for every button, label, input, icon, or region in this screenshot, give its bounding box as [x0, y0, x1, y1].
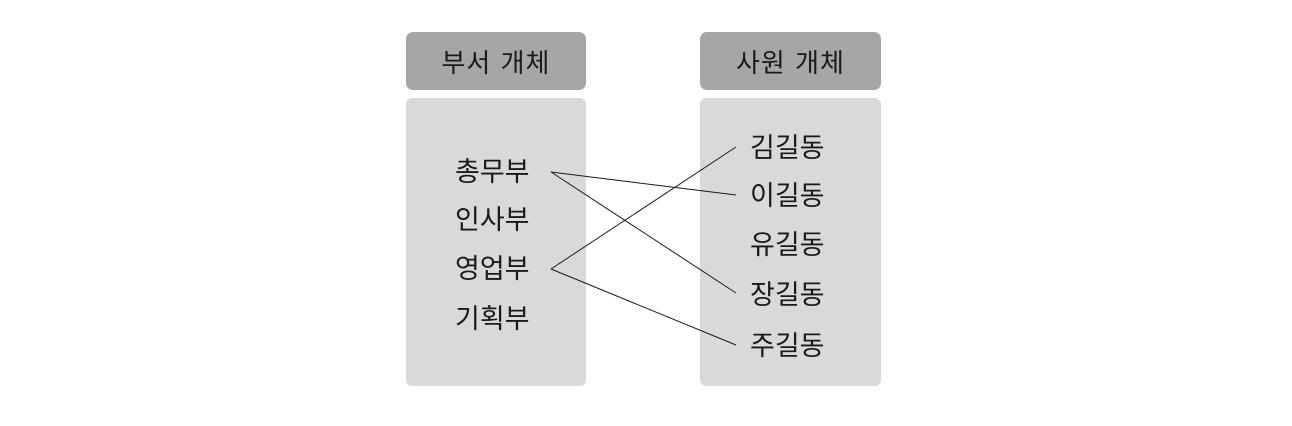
employee-item: 주길동 — [750, 331, 825, 362]
dept-entity-header: 부서 개체 — [406, 32, 586, 90]
dept-entity-box — [406, 98, 586, 386]
link-line — [550, 146, 737, 270]
employee-entity-title: 사원 개체 — [736, 48, 845, 79]
employee-item: 유길동 — [750, 230, 825, 261]
link-line — [550, 171, 737, 196]
employee-item: 김길동 — [750, 133, 825, 164]
dept-item: 영업부 — [455, 254, 530, 285]
link-line — [550, 268, 737, 346]
dept-item: 인사부 — [455, 205, 530, 236]
employee-item: 이길동 — [750, 181, 825, 212]
employee-entity-header: 사원 개체 — [700, 32, 881, 90]
dept-entity-title: 부서 개체 — [441, 48, 551, 79]
dept-item: 총무부 — [455, 157, 530, 188]
link-line — [550, 171, 737, 294]
dept-item: 기획부 — [455, 304, 530, 335]
employee-item: 장길동 — [750, 280, 825, 311]
employee-entity-box — [700, 98, 881, 386]
